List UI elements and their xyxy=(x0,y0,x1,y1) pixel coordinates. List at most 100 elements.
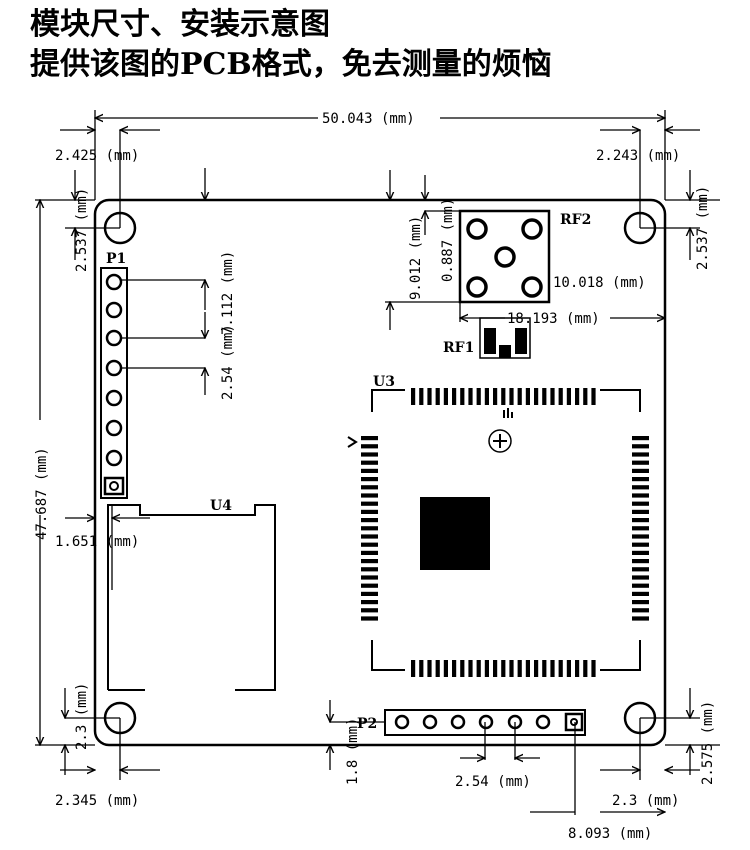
u3-pins xyxy=(361,388,649,677)
u3-pin-right xyxy=(632,493,649,498)
component-u4 xyxy=(107,504,276,691)
u3-pin-top xyxy=(525,388,530,405)
u3-pin-left xyxy=(361,608,378,613)
u3-pin-top xyxy=(509,388,514,405)
u3-pin-right xyxy=(632,444,649,449)
u3-pin-right xyxy=(632,460,649,465)
label-u4: U4 xyxy=(210,498,232,514)
u3-pin-left xyxy=(361,542,378,547)
u3-pin-right xyxy=(632,608,649,613)
u3-pin-bottom xyxy=(435,660,440,677)
u3-pin-bottom xyxy=(534,660,539,677)
u3-pin-top xyxy=(452,388,457,405)
dim-hole-top-right-y: 2.537 (mm) xyxy=(695,186,711,270)
dim-p2-offset-x: 8.093 (mm) xyxy=(568,826,652,842)
u3-pin-top xyxy=(542,388,547,405)
dim-rf2-size: 10.018 (mm) xyxy=(553,275,646,291)
u3-pin-left xyxy=(361,444,378,449)
u3-pin-bottom xyxy=(542,660,547,677)
u3-pin-bottom xyxy=(525,660,530,677)
u3-pin-top xyxy=(493,388,498,405)
u3-pin-right xyxy=(632,542,649,547)
u3-pin-left xyxy=(361,460,378,465)
dim-board-width: 50.043 (mm) xyxy=(322,111,415,127)
u3-pin-right xyxy=(632,600,649,605)
u3-pin-top xyxy=(435,388,440,405)
dim-p2-offset-y: 1.8 (mm) xyxy=(345,718,361,785)
dim-hole-bottom-left-y: 2.3 (mm) xyxy=(74,683,90,750)
u3-pin-right xyxy=(632,477,649,482)
dim-hole-top-left-y: 2.537 (mm) xyxy=(74,188,90,272)
label-u3: U3 xyxy=(373,374,395,390)
u3-pin-left xyxy=(361,485,378,490)
u3-pin-right xyxy=(632,468,649,473)
label-p2: P2 xyxy=(357,716,377,732)
u3-pin-right xyxy=(632,575,649,580)
u3-pin-bottom xyxy=(558,660,563,677)
u3-pin-right xyxy=(632,436,649,441)
title-line-2: 提供该图的PCB格式，免去测量的烦恼 xyxy=(30,47,552,82)
u3-pin-left xyxy=(361,534,378,539)
u3-pin-top xyxy=(583,388,588,405)
u3-pin-right xyxy=(632,485,649,490)
pcb-board-outline xyxy=(93,198,667,747)
u3-pin-right xyxy=(632,452,649,457)
dim-hole-bottom-right-y: 2.575 (mm) xyxy=(700,701,716,785)
u3-pin-bottom xyxy=(484,660,489,677)
u3-pin-bottom xyxy=(419,660,424,677)
dim-hole-bottom-right-x: 2.3 (mm) xyxy=(612,793,679,809)
u3-pin-top xyxy=(501,388,506,405)
u3-pin-right xyxy=(632,550,649,555)
u3-pin-bottom xyxy=(583,660,588,677)
u3-pin-top xyxy=(476,388,481,405)
u3-pin-top xyxy=(575,388,580,405)
u3-pin-top xyxy=(460,388,465,405)
u3-pin-right xyxy=(632,526,649,531)
u3-pin-bottom xyxy=(575,660,580,677)
dim-rf2-offset-x: 18.193 (mm) xyxy=(507,311,600,327)
u3-pin-bottom xyxy=(591,660,596,677)
u3-pin-left xyxy=(361,567,378,572)
dim-rf2-offset-y: 9.012 (mm) xyxy=(408,216,424,300)
u3-pin-left xyxy=(361,575,378,580)
header-p2 xyxy=(384,709,586,736)
u3-pin-bottom xyxy=(411,660,416,677)
u3-pin-left xyxy=(361,559,378,564)
u3-pin-top xyxy=(427,388,432,405)
u3-pin-right xyxy=(632,591,649,596)
u3-pin-bottom xyxy=(509,660,514,677)
u3-pin-top xyxy=(566,388,571,405)
u3-pin-bottom xyxy=(501,660,506,677)
u3-center-pad xyxy=(420,497,490,570)
dim-hole-left-x: 2.425 (mm) xyxy=(55,148,139,164)
title-line-1: 模块尺寸、安装示意图 xyxy=(30,7,330,42)
u3-pin-top xyxy=(411,388,416,405)
u3-pin-bottom xyxy=(550,660,555,677)
u3-pin-top xyxy=(443,388,448,405)
u3-pin-bottom xyxy=(493,660,498,677)
u3-pin-left xyxy=(361,509,378,514)
header-p1 xyxy=(100,267,128,499)
u3-pin-left xyxy=(361,518,378,523)
u3-pin-left xyxy=(361,616,378,621)
u3-pin-top xyxy=(468,388,473,405)
label-rf2: RF2 xyxy=(560,212,591,228)
u3-pin-left xyxy=(361,526,378,531)
u3-pin-left xyxy=(361,493,378,498)
u3-pin-left xyxy=(361,583,378,588)
u3-pin-top xyxy=(419,388,424,405)
u3-pin-left xyxy=(361,477,378,482)
u3-pin-left xyxy=(361,550,378,555)
dim-pin-pitch-p2: 2.54 (mm) xyxy=(455,774,531,790)
dim-rf2-top: 0.887 (mm) xyxy=(440,198,456,282)
u3-pin-top xyxy=(534,388,539,405)
u3-pin-right xyxy=(632,559,649,564)
u3-pin-top xyxy=(591,388,596,405)
u3-pin-top xyxy=(558,388,563,405)
u3-pin-right xyxy=(632,534,649,539)
u3-pin-right xyxy=(632,616,649,621)
u3-pin-right xyxy=(632,567,649,572)
u3-pin-left xyxy=(361,452,378,457)
u3-pin-bottom xyxy=(443,660,448,677)
